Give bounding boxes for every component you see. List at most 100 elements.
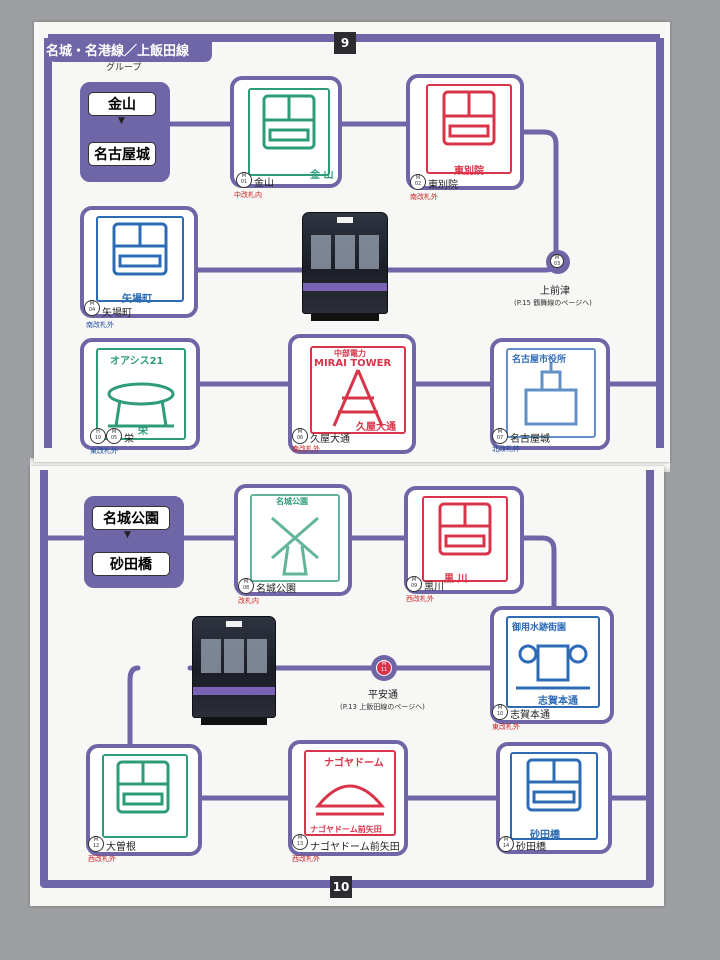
stamp-text: ナゴヤドーム — [324, 758, 384, 769]
stamp-frame-m10 — [490, 606, 614, 724]
stamp-m07 — [506, 348, 596, 438]
stamp-m14 — [510, 752, 598, 840]
station-name: 黒川 — [424, 582, 444, 593]
gate-label: 南改札外 — [86, 321, 114, 329]
tv-tower-icon — [332, 369, 384, 427]
gate-label: 北改札外 — [492, 445, 520, 453]
station-name: 名城公園 — [256, 584, 296, 595]
gate-label: 東改札外 — [90, 447, 118, 455]
stamp-frame-m07 — [490, 338, 610, 450]
station-name: 砂田橋 — [516, 842, 546, 853]
stamp-bottom-text: 久屋大通 — [356, 422, 396, 433]
arrow-down-icon: ▼ — [118, 116, 125, 126]
stamp-text: 砂田橋 — [530, 830, 560, 841]
route-from-label: 名城公園 — [92, 506, 170, 530]
stamp-m12 — [102, 754, 188, 838]
page-title: 名城・名港線／上飯田線 — [46, 44, 190, 59]
page-reference-note: (P.13 上飯田線のページへ) — [340, 703, 425, 711]
train-front-icon — [526, 758, 582, 812]
city-hall-icon — [524, 362, 578, 426]
gate-label: 改札内 — [238, 597, 259, 605]
gate-label: 西改札外 — [406, 595, 434, 603]
stamp-frame-m04 — [80, 206, 198, 318]
stamp-text: 御用水跡街園 — [512, 623, 567, 633]
route-to-label: 名古屋城 — [88, 142, 156, 166]
station-name: 栄 — [124, 434, 134, 445]
stamp-text: 名城公園 — [276, 497, 308, 506]
arrow-down-icon: ▼ — [124, 530, 131, 540]
station-name: 東別院 — [428, 180, 458, 191]
page-number: 10 — [330, 876, 352, 898]
train-front-icon — [438, 502, 492, 556]
stamp-m09 — [422, 496, 508, 582]
train-front-icon — [112, 222, 168, 276]
stamp-m10 — [506, 616, 600, 708]
train-front-icon — [262, 94, 316, 150]
dome-icon — [314, 784, 386, 816]
gate-label: 東改札外 — [492, 723, 520, 731]
stamp-m13 — [304, 750, 396, 836]
station-name: ナゴヤドーム前矢田 — [310, 842, 400, 853]
stamp-text: 東別院 — [454, 166, 484, 177]
stamp-text: 黒 川 — [444, 574, 468, 585]
station-name: 矢場町 — [102, 308, 132, 319]
train-image — [192, 616, 276, 725]
stamp-text: 名古屋市役所 — [512, 355, 567, 365]
oasis21-icon — [107, 382, 175, 428]
stamp-subtext: MIRAI TOWER — [314, 358, 392, 369]
page-number: 9 — [334, 32, 356, 54]
gate-label: 中改札内 — [234, 191, 262, 199]
stamp-m08 — [250, 494, 340, 582]
gate-label: 西改札外 — [292, 855, 320, 863]
route-from-label: 金山 — [88, 92, 156, 116]
stamp-m01 — [248, 88, 330, 176]
station-name: 久屋大通 — [310, 434, 350, 445]
stamp-text: 金 山 — [310, 170, 334, 181]
stamp-frame-m13 — [288, 740, 408, 856]
stamp-text: オアシス21 — [110, 356, 164, 367]
stamp-text: 矢場町 — [122, 294, 152, 305]
route-to-label: 砂田橋 — [92, 552, 170, 576]
stamp-m06 — [310, 346, 406, 434]
station-name: 名古屋城 — [510, 434, 550, 445]
stamp-bottom-text: ナゴヤドーム前矢田 — [310, 825, 382, 834]
page-reference-note: (P.15 鶴舞線のページへ) — [514, 299, 592, 307]
flower-garden-icon — [516, 644, 590, 690]
stamp-m04 — [96, 216, 184, 302]
train-image — [302, 212, 388, 321]
stamp-bottom-text: 志賀本通 — [538, 696, 578, 707]
gate-label: 南改札外 — [410, 193, 438, 201]
stamp-text: 中部電力 — [334, 349, 366, 358]
stamp-frame-m06 — [288, 334, 416, 454]
windmill-icon — [271, 516, 319, 576]
station-name: 上前津 — [540, 286, 570, 297]
station-name: 大曽根 — [106, 842, 136, 853]
stamp-subtext: 栄 — [138, 426, 148, 437]
station-name: 金山 — [254, 178, 274, 189]
station-name: 平安通 — [368, 690, 398, 701]
station-name: 志賀本通 — [510, 710, 550, 721]
gate-label: 西改札外 — [88, 855, 116, 863]
gate-label: 南改札外 — [292, 445, 320, 453]
stamp-m02 — [426, 84, 512, 174]
page-subtitle: グループ — [106, 63, 142, 73]
train-front-icon — [442, 90, 496, 146]
stamp-m05 — [96, 348, 186, 440]
